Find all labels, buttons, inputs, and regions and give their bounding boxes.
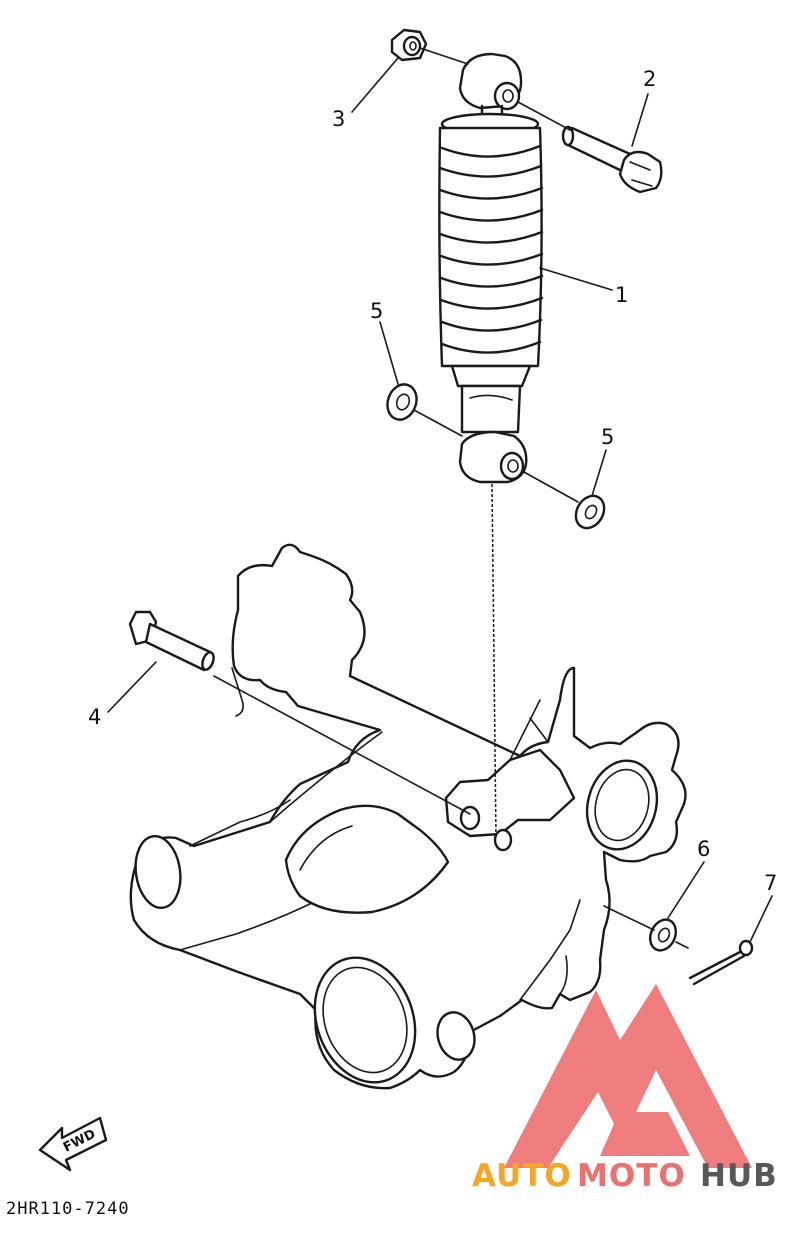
washer-lower (574, 494, 606, 530)
diagram-code: 2HR110-7240 (6, 1199, 130, 1219)
automotohub-watermark: AUTO MOTO HUB (472, 984, 778, 1194)
washer-axle (648, 918, 678, 952)
callout-5-lower: 5 (601, 425, 614, 449)
callout-2: 2 (643, 67, 656, 91)
brand-auto: AUTO (472, 1158, 572, 1194)
assembly-guide-lines (213, 47, 689, 949)
callout-7: 7 (764, 871, 777, 895)
swing-arm (129, 543, 687, 1090)
cotter-pin (688, 939, 754, 986)
callout-4: 4 (88, 705, 101, 729)
shock-absorber (438, 52, 544, 484)
callout-5-upper: 5 (370, 299, 383, 323)
pivot-shaft (128, 610, 215, 672)
washer-upper (386, 383, 418, 421)
leader-lines (107, 57, 773, 943)
callout-6: 6 (697, 837, 710, 861)
brand-hub: HUB (700, 1158, 778, 1194)
automotohub-logo-mark (504, 984, 752, 1168)
callout-1: 1 (615, 283, 628, 307)
shock-bolt (561, 125, 663, 194)
forward-direction-arrow: FWD (38, 1116, 108, 1172)
brand-moto: MOTO (577, 1158, 686, 1194)
nut (390, 28, 428, 62)
callout-3: 3 (332, 107, 345, 131)
